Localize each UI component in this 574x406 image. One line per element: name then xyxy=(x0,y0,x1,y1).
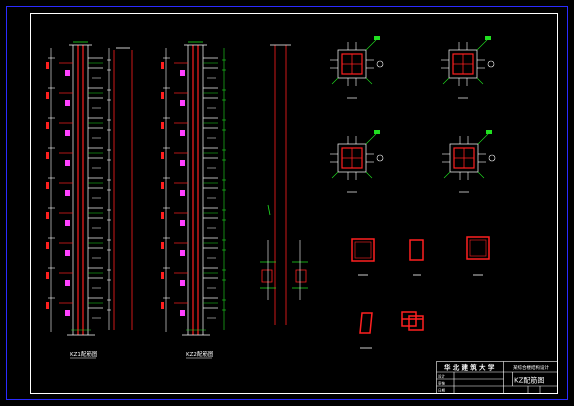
joint-detail-right xyxy=(292,240,308,300)
title-block-drawing-name: KZ配筋图 xyxy=(514,376,544,385)
stirrup-shape-a xyxy=(359,312,373,349)
inner-border xyxy=(30,13,558,394)
title-block-project: 某综合楼结构设计 xyxy=(513,364,549,371)
section-details xyxy=(330,36,496,193)
elevation-caption-kz2: KZ2配筋图 xyxy=(186,350,214,358)
title-block-row-3: 日期 xyxy=(438,388,446,393)
column-elevation-kz1 xyxy=(46,41,111,336)
column-elevation-kz2 xyxy=(161,41,226,336)
title-block-row-2: 审核 xyxy=(438,381,446,386)
elevation-caption-kz1: KZ1配筋图 xyxy=(70,350,98,358)
long-bar-detail-2 xyxy=(267,44,291,325)
title-block-row-1: 设计 xyxy=(438,374,446,379)
outer-frame xyxy=(6,6,568,400)
joint-detail-left xyxy=(260,240,276,300)
cross-section-b xyxy=(409,239,424,276)
long-bar-detail-1 xyxy=(113,47,133,330)
cross-section-a xyxy=(351,238,375,276)
cross-section-c xyxy=(466,236,490,276)
title-block-school: 华 北 建 筑 大 学 xyxy=(444,363,495,372)
title-block xyxy=(436,361,558,394)
stirrup-shape-b xyxy=(401,311,424,331)
